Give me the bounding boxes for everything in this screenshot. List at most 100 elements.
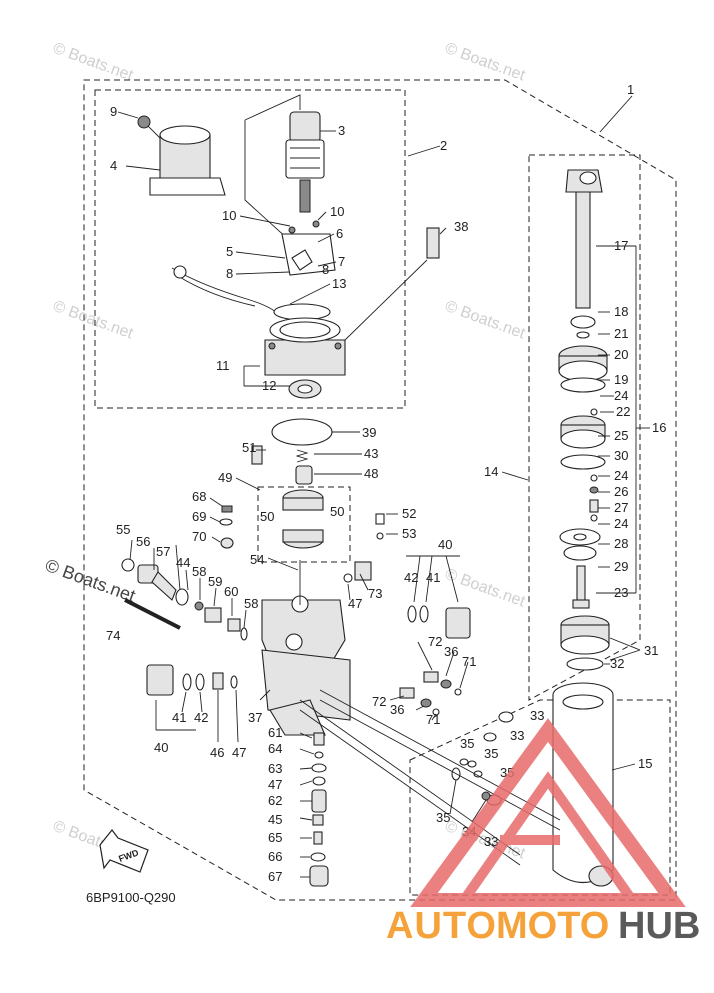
callout-5: 5 <box>226 244 233 259</box>
callout-2: 2 <box>440 138 447 153</box>
callout-63: 63 <box>268 761 282 776</box>
callout-65: 65 <box>268 830 282 845</box>
callout-58a: 58 <box>192 564 206 579</box>
part-18 <box>570 315 596 329</box>
callout-14: 14 <box>484 464 498 479</box>
callout-27: 27 <box>614 500 628 515</box>
callout-35d: 35 <box>436 810 450 825</box>
callout-74: 74 <box>106 628 120 643</box>
callout-23: 23 <box>614 585 628 600</box>
automotohub-logo-mark <box>410 718 686 907</box>
callout-41b: 41 <box>172 710 186 725</box>
callout-29: 29 <box>614 559 628 574</box>
callout-33b: 33 <box>510 728 524 743</box>
logo-part-hub: HUB <box>618 905 700 947</box>
callout-1: 1 <box>627 82 634 97</box>
watermark-2: © Boats.net <box>443 40 528 85</box>
gasket-39 <box>271 418 333 446</box>
callout-44: 44 <box>176 555 190 570</box>
callout-24b: 24 <box>614 468 628 483</box>
callout-50b: 50 <box>330 504 344 519</box>
callout-7: 7 <box>338 254 345 269</box>
callout-48: 48 <box>364 466 378 481</box>
cylinder-section <box>552 169 614 887</box>
watermark-1: © Boats.net <box>51 40 136 85</box>
watermark-5: © Boats.net <box>443 566 528 611</box>
logo-part-auto: AUTO <box>386 905 497 947</box>
callout-labels: 1 2 3 4 5 6 7 8 8 9 10 10 11 12 13 14 15… <box>106 82 666 884</box>
callout-72a: 72 <box>428 634 442 649</box>
callout-15: 15 <box>638 756 652 771</box>
motor-section <box>137 94 440 399</box>
callout-49: 49 <box>218 470 232 485</box>
callout-42a: 42 <box>404 570 418 585</box>
callout-31: 31 <box>644 643 658 658</box>
callout-33c: 33 <box>484 834 498 849</box>
callout-69: 69 <box>192 509 206 524</box>
callout-55: 55 <box>116 522 130 537</box>
watermark-4: © Boats.net <box>443 298 528 343</box>
callout-72b: 72 <box>372 694 386 709</box>
callout-16: 16 <box>652 420 666 435</box>
bolt-38 <box>426 227 440 259</box>
callout-22: 22 <box>616 404 630 419</box>
callout-53: 53 <box>402 526 416 541</box>
callout-46: 46 <box>210 745 224 760</box>
drawing-code: 6BP9100-Q290 <box>86 890 176 905</box>
callout-54: 54 <box>250 552 264 567</box>
callout-71a: 71 <box>462 654 476 669</box>
armature-3 <box>289 111 321 143</box>
callout-20: 20 <box>614 347 628 362</box>
callout-8a: 8 <box>226 266 233 281</box>
leader-lines <box>117 95 650 878</box>
logo-part-moto: MOTO <box>496 905 609 947</box>
callout-41a: 41 <box>426 570 440 585</box>
callout-25: 25 <box>614 428 628 443</box>
callout-38: 38 <box>454 219 468 234</box>
callout-13: 13 <box>332 276 346 291</box>
callout-10a: 10 <box>222 208 236 223</box>
callout-52: 52 <box>402 506 416 521</box>
callout-57: 57 <box>156 544 170 559</box>
callout-60: 60 <box>224 584 238 599</box>
callout-37: 37 <box>248 710 262 725</box>
callout-28: 28 <box>614 536 628 551</box>
callout-43: 43 <box>364 446 378 461</box>
callout-40b: 40 <box>154 740 168 755</box>
automotohub-logo-text: AUTO MOTO HUB <box>386 905 700 947</box>
armature-shaft <box>299 179 311 213</box>
callout-51: 51 <box>242 440 256 455</box>
callout-24c: 24 <box>614 516 628 531</box>
motor-base-11 <box>264 339 346 376</box>
callout-71b: 71 <box>426 712 440 727</box>
callout-3: 3 <box>338 123 345 138</box>
tilt-cylinder-box <box>528 154 641 701</box>
callout-26: 26 <box>614 484 628 499</box>
callout-8b: 8 <box>322 262 329 277</box>
callout-32: 32 <box>610 656 624 671</box>
callout-11: 11 <box>216 358 230 373</box>
watermark-3: © Boats.net <box>51 298 136 343</box>
callout-73: 73 <box>368 586 382 601</box>
motor-assembly-box <box>94 89 406 409</box>
piston-rod-17 <box>575 179 591 309</box>
callout-42b: 42 <box>194 710 208 725</box>
callout-47a: 47 <box>348 596 362 611</box>
callout-64: 64 <box>268 741 282 756</box>
valve-group-box <box>257 486 351 563</box>
assembly-outline-1 <box>83 79 677 901</box>
callout-45: 45 <box>268 812 282 827</box>
callout-61: 61 <box>268 725 282 740</box>
callout-67: 67 <box>268 869 282 884</box>
callout-36b: 36 <box>390 702 404 717</box>
callout-39: 39 <box>362 425 376 440</box>
callout-56: 56 <box>136 534 150 549</box>
callout-4: 4 <box>110 158 117 173</box>
fwd-arrow: FWD <box>99 829 149 873</box>
callout-36a: 36 <box>444 644 458 659</box>
callout-58b: 58 <box>244 596 258 611</box>
cylinder-tube-box <box>409 699 671 896</box>
callout-62: 62 <box>268 793 282 808</box>
